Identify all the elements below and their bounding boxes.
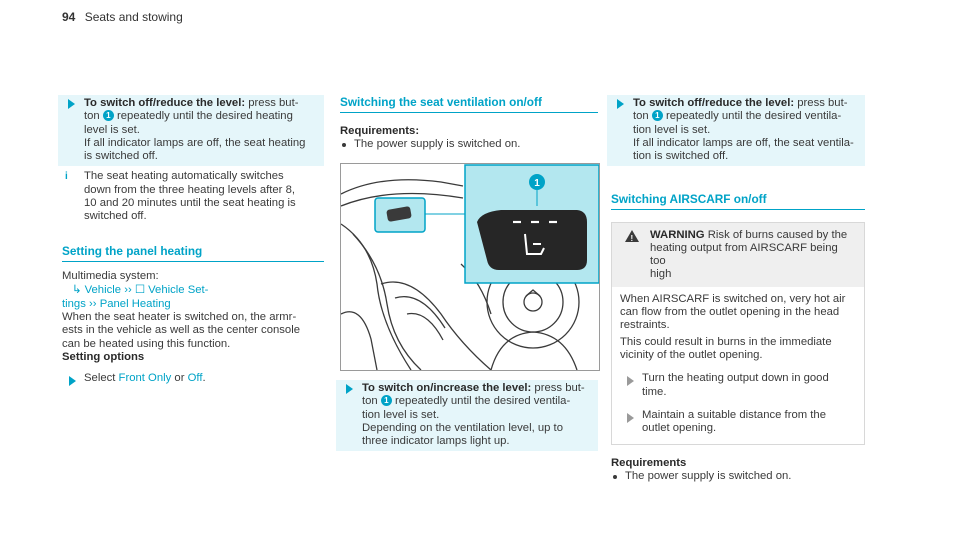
step-lead: To switch off/reduce the level:: [633, 97, 795, 109]
chapter-title: Seats and stowing: [84, 10, 183, 24]
double-chevron-icon: ››: [124, 283, 132, 296]
requirements-label: Requirements:: [340, 125, 420, 137]
option-front-only[interactable]: Front Only: [118, 372, 172, 385]
path-panel-heating-link[interactable]: Panel Heating: [99, 297, 171, 310]
body-line: When the seat heater is switched on, the…: [62, 310, 297, 323]
callout-marker-icon: 1: [102, 110, 114, 122]
warning-box: ! WARNING Risk of burns caused by the he…: [611, 222, 865, 445]
body-line: can be heated using this function.: [62, 337, 231, 350]
path-vehicle-settings-link-cont[interactable]: tings: [62, 297, 86, 310]
body-text: When the seat heater is switched on, the…: [62, 311, 324, 351]
note-text: 10 and 20 minutes until the seat heating…: [84, 197, 296, 210]
requirements-label: Requirements: [611, 456, 687, 469]
section-heading: Setting the panel heating: [62, 244, 324, 262]
warning-line: This could result in burns in the immedi…: [620, 336, 832, 349]
section-heading: Switching AIRSCARF on/off: [611, 192, 865, 211]
step-arrow-icon: [627, 376, 634, 387]
step-text: tion is switched off.: [633, 150, 729, 163]
step-text: press but-: [245, 97, 299, 109]
warning-label: WARNING: [650, 229, 705, 242]
step-text: repeatedly until the desired ventila-: [662, 110, 842, 123]
exclamation-icon: !: [630, 234, 634, 244]
note-text: down from the three heating levels after…: [84, 183, 295, 196]
step-text: tion level is set.: [362, 408, 440, 421]
path-vehicle-settings-link[interactable]: Vehicle Set-: [148, 283, 209, 296]
seat-ventilation-figure: 1: [340, 163, 600, 371]
step-arrow-icon: [69, 376, 76, 387]
warning-step: Maintain a suitable distance from the ou…: [620, 409, 856, 436]
step-arrow-icon: [617, 99, 624, 109]
warning-step: Turn the heating output down in good tim…: [620, 372, 856, 399]
note-text: The seat heating automatically switches: [84, 170, 284, 183]
path-arrow-icon: ↳: [72, 283, 82, 296]
step-arrow-icon: [627, 413, 634, 424]
step-text: outlet opening.: [642, 422, 717, 435]
option-off[interactable]: Off: [187, 372, 203, 385]
body-line: ests in the vehicle as well as the cente…: [62, 324, 300, 337]
warning-body: When AIRSCARF is switched on, very hot a…: [612, 287, 864, 443]
step-text: ton: [362, 395, 378, 408]
options-label: Setting options: [62, 350, 145, 363]
warning-text: high: [650, 268, 672, 281]
step-lead: To switch off/reduce the level:: [84, 97, 246, 109]
note-text: switched off.: [84, 210, 147, 223]
instruction-step: To switch on/increase the level: press b…: [336, 380, 598, 452]
step-text: Turn the heating output down in good: [642, 372, 829, 385]
double-chevron-icon: ››: [89, 297, 97, 310]
step-text: Depending on the ventilation level, up t…: [362, 421, 563, 434]
requirement-item: The power supply is switched on.: [340, 138, 598, 151]
step-text: tion level is set.: [633, 123, 711, 136]
step-text: press but-: [794, 97, 848, 109]
step-text: ton: [633, 110, 649, 123]
warning-text: heating output from AIRSCARF being too: [650, 242, 838, 268]
door-panel-illustration: 1: [341, 164, 599, 370]
instruction-step: To switch off/reduce the level: press bu…: [58, 95, 324, 167]
section-heading: Switching the seat ventilation on/off: [340, 95, 598, 113]
step-text: repeatedly until the desired ventila-: [391, 395, 571, 408]
step-text: Maintain a suitable distance from the: [642, 409, 826, 422]
warning-line: vicinity of the outlet opening.: [620, 349, 763, 362]
warning-text: Risk of burns caused by the: [704, 229, 848, 242]
step-text: level is set.: [84, 123, 140, 136]
warning-line: can flow from the outlet opening in the …: [620, 306, 840, 319]
step-text: ton: [84, 110, 100, 123]
warning-line: When AIRSCARF is switched on, very hot a…: [620, 293, 846, 306]
step-text: If all indicator lamps are off, the seat…: [84, 136, 306, 149]
step-text: or: [171, 372, 188, 385]
warning-header: ! WARNING Risk of burns caused by the he…: [612, 223, 864, 288]
menu-path: ↳ Vehicle ›› ☐ Vehicle Set- tings ›› Pan…: [62, 283, 324, 311]
step-text: three indicator lamps light up.: [362, 435, 510, 448]
requirement-item: The power supply is switched on.: [611, 470, 865, 483]
step-text: repeatedly until the desired heating: [113, 110, 293, 123]
column-left: To switch off/reduce the level: press bu…: [58, 95, 324, 387]
callout-marker-icon: 1: [380, 395, 392, 407]
step-text: is switched off.: [84, 150, 158, 163]
step-text: press but-: [531, 382, 585, 394]
settings-car-icon: ☐: [134, 283, 145, 296]
step-lead: To switch on/increase the level:: [362, 382, 532, 394]
page-header: 94 Seats and stowing: [62, 10, 183, 24]
column-middle: Switching the seat ventilation on/off Re…: [340, 95, 598, 152]
column-middle-step: To switch on/increase the level: press b…: [336, 380, 598, 452]
figure-callout: 1: [534, 178, 540, 189]
step-arrow-icon: [68, 99, 75, 109]
column-right: To switch off/reduce the level: press bu…: [607, 95, 865, 483]
page-number: 94: [62, 10, 76, 24]
step-text: .: [202, 372, 206, 385]
step-text: If all indicator lamps are off, the seat…: [633, 136, 854, 149]
warning-triangle-icon: [625, 230, 639, 243]
callout-marker-icon: 1: [651, 110, 663, 122]
instruction-step: Select Front Only or Off.: [62, 372, 324, 387]
step-text: Select: [84, 372, 119, 385]
multimedia-label: Multimedia system:: [62, 269, 159, 282]
info-icon: i: [65, 171, 68, 183]
path-vehicle-link[interactable]: Vehicle: [84, 283, 122, 296]
warning-line: restraints.: [620, 319, 670, 332]
info-note: i The seat heating automatically switche…: [62, 170, 324, 223]
step-text: time.: [642, 385, 667, 398]
step-arrow-icon: [346, 384, 353, 394]
instruction-step: To switch off/reduce the level: press bu…: [607, 95, 865, 167]
